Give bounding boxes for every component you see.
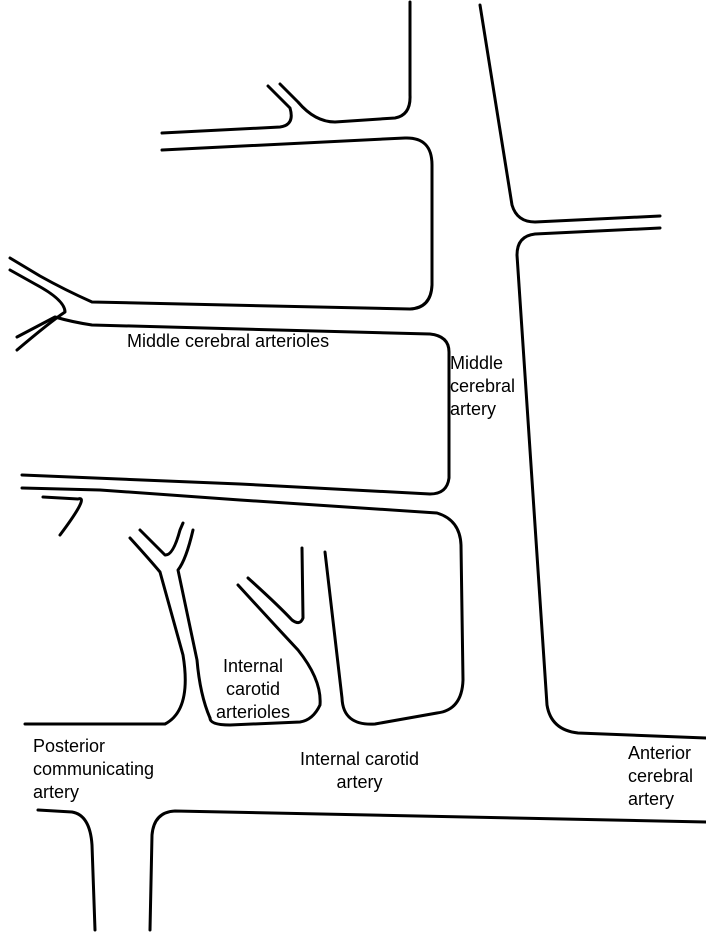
left-y-arteriole-right <box>178 530 210 718</box>
label-line: carotid <box>216 678 290 701</box>
anterior-cerebral-artery-right-wall <box>517 228 706 738</box>
label-line: communicating <box>33 758 154 781</box>
label-line: cerebral <box>628 765 693 788</box>
lower-vessel-left-wall <box>38 810 95 930</box>
label-line: artery <box>450 398 515 421</box>
label-line: artery <box>628 788 693 811</box>
label-line: cerebral <box>450 375 515 398</box>
label-line: Internal carotid <box>300 748 419 771</box>
internal-carotid-arterioles-label: Internal carotid arterioles <box>216 655 290 724</box>
left-y-arteriole-outer <box>25 538 185 724</box>
label-line: Anterior <box>628 742 693 765</box>
top-loop-wall <box>10 138 432 309</box>
left-y-arteriole-inner <box>140 523 183 555</box>
posterior-communicating-artery-label: Posterior communicating artery <box>33 735 154 804</box>
middle-cerebral-artery-label: Middle cerebral artery <box>450 352 515 421</box>
anterior-cerebral-artery-label: Anterior cerebral artery <box>628 742 693 811</box>
label-line: artery <box>300 771 419 794</box>
label-line: artery <box>33 781 154 804</box>
middle-y-arteriole-inner <box>248 548 303 623</box>
label-line: Middle <box>450 352 515 375</box>
anterior-cerebral-artery-left-wall <box>480 5 660 222</box>
label-line: Internal <box>216 655 290 678</box>
label-line: arterioles <box>216 701 290 724</box>
top-branch-outer-wall <box>162 86 291 133</box>
lower-vessel-right-wall <box>150 811 706 930</box>
label-line: Posterior <box>33 735 154 758</box>
internal-carotid-artery-label: Internal carotid artery <box>300 748 419 794</box>
internal-region-left-fork <box>43 497 81 535</box>
top-branch-inner-wall <box>280 2 410 122</box>
middle-cerebral-arterioles-label: Middle cerebral arterioles <box>127 330 329 353</box>
